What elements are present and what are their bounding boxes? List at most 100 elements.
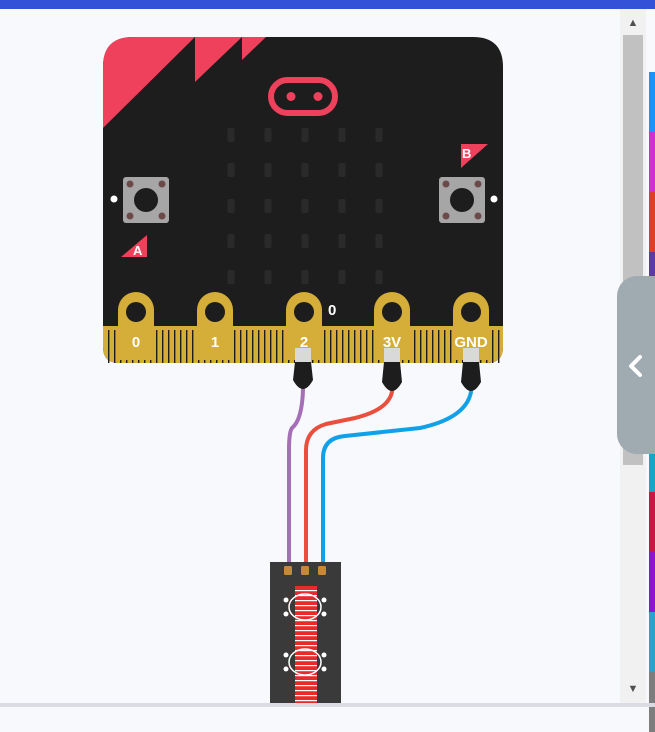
sensor-stripe bbox=[295, 695, 317, 697]
led-3-1 bbox=[264, 234, 272, 248]
sensor-stripe bbox=[295, 615, 317, 617]
wire-purple bbox=[287, 388, 305, 587]
led-1-2 bbox=[301, 163, 309, 177]
svg-text:0: 0 bbox=[132, 334, 140, 351]
edge-finger bbox=[366, 330, 368, 363]
wires bbox=[287, 388, 473, 587]
pin-1[interactable]: 1 bbox=[197, 292, 233, 360]
edge-finger bbox=[162, 330, 164, 363]
edge-finger bbox=[258, 330, 260, 363]
microbit-logo-icon bbox=[268, 77, 338, 116]
edge-finger bbox=[444, 330, 446, 363]
led-4-1 bbox=[264, 270, 272, 284]
pin-2-value: 0 bbox=[328, 302, 336, 319]
led-2-4 bbox=[375, 199, 383, 213]
edge-finger bbox=[360, 330, 362, 363]
svg-text:2: 2 bbox=[300, 334, 308, 351]
sensor-stripe bbox=[295, 635, 317, 637]
toolbox-category-9[interactable] bbox=[649, 612, 655, 672]
toolbox-category-7[interactable] bbox=[649, 492, 655, 552]
led-0-3 bbox=[338, 128, 346, 142]
led-2-0 bbox=[227, 199, 235, 213]
microbit-board: A B bbox=[103, 37, 503, 363]
pin-3v[interactable]: 3V bbox=[374, 292, 410, 360]
led-4-4 bbox=[375, 270, 383, 284]
edge-finger bbox=[186, 330, 188, 363]
svg-text:A: A bbox=[133, 243, 143, 258]
led-2-2 bbox=[301, 199, 309, 213]
clip-pin-gnd bbox=[461, 348, 481, 391]
led-1-1 bbox=[264, 163, 272, 177]
led-4-3 bbox=[338, 270, 346, 284]
edge-finger bbox=[336, 330, 338, 363]
toolbox-category-6[interactable] bbox=[649, 432, 655, 492]
led-4-2 bbox=[301, 270, 309, 284]
edge-finger bbox=[174, 330, 176, 363]
led-3-2 bbox=[301, 234, 309, 248]
sensor-stripe bbox=[295, 685, 317, 687]
sensor-stripe bbox=[295, 665, 317, 667]
scroll-up-arrow-icon[interactable]: ▲ bbox=[627, 17, 639, 29]
toolbox-category-0[interactable] bbox=[649, 72, 655, 132]
toolbox-category-2[interactable] bbox=[649, 192, 655, 252]
edge-finger bbox=[492, 330, 494, 363]
edge-finger bbox=[330, 330, 332, 363]
edge-finger bbox=[168, 330, 170, 363]
led-1-3 bbox=[338, 163, 346, 177]
edge-finger bbox=[432, 330, 434, 363]
sensor-stripe bbox=[295, 655, 317, 657]
simulator-canvas: A B bbox=[0, 9, 620, 703]
board-corner-accent bbox=[195, 37, 242, 82]
pin-0[interactable]: 0 bbox=[118, 292, 154, 360]
led-1-0 bbox=[227, 163, 235, 177]
top-bar bbox=[0, 0, 655, 9]
clip-pin-2 bbox=[293, 348, 313, 389]
edge-finger bbox=[180, 330, 182, 363]
edge-finger bbox=[240, 330, 242, 363]
bottom-bar bbox=[0, 703, 655, 707]
edge-finger bbox=[414, 330, 416, 363]
sensor-stripe bbox=[295, 630, 317, 632]
toolbox-category-10[interactable] bbox=[649, 672, 655, 732]
sensor-stripe bbox=[295, 610, 317, 612]
sensor-stripe bbox=[295, 690, 317, 692]
led-2-1 bbox=[264, 199, 272, 213]
collapse-simulator-button[interactable] bbox=[617, 276, 655, 454]
toolbox-category-1[interactable] bbox=[649, 132, 655, 192]
edge-finger bbox=[498, 330, 500, 363]
edge-finger bbox=[348, 330, 350, 363]
edge-finger bbox=[252, 330, 254, 363]
button-a[interactable] bbox=[123, 177, 169, 223]
button-b-label: B bbox=[461, 144, 488, 168]
toolbox-category-8[interactable] bbox=[649, 552, 655, 612]
button-b[interactable] bbox=[439, 177, 485, 223]
svg-text:GND: GND bbox=[454, 334, 488, 351]
wire-red bbox=[304, 390, 394, 587]
sensor-stripe bbox=[295, 605, 317, 607]
hole-right bbox=[490, 195, 498, 203]
sensor-stripe bbox=[295, 680, 317, 682]
edge-finger bbox=[342, 330, 344, 363]
sensor-stripe bbox=[295, 600, 317, 602]
edge-finger bbox=[264, 330, 266, 363]
led-3-4 bbox=[375, 234, 383, 248]
pin-gnd[interactable]: GND bbox=[453, 292, 489, 360]
led-0-4 bbox=[375, 128, 383, 142]
led-1-4 bbox=[375, 163, 383, 177]
hole-left bbox=[110, 195, 118, 203]
led-matrix bbox=[227, 128, 383, 284]
scroll-down-arrow-icon[interactable]: ▼ bbox=[627, 683, 639, 695]
edge-finger bbox=[108, 330, 110, 363]
edge-finger bbox=[156, 330, 158, 363]
sensor-stripe bbox=[295, 640, 317, 642]
edge-finger bbox=[426, 330, 428, 363]
led-4-0 bbox=[227, 270, 235, 284]
pin-2[interactable]: 2 bbox=[286, 292, 322, 360]
edge-finger bbox=[234, 330, 236, 363]
edge-finger bbox=[192, 330, 194, 363]
edge-finger bbox=[354, 330, 356, 363]
edge-finger bbox=[270, 330, 272, 363]
board-corner-accent bbox=[103, 37, 195, 128]
svg-text:1: 1 bbox=[211, 334, 219, 351]
edge-finger bbox=[282, 330, 284, 363]
